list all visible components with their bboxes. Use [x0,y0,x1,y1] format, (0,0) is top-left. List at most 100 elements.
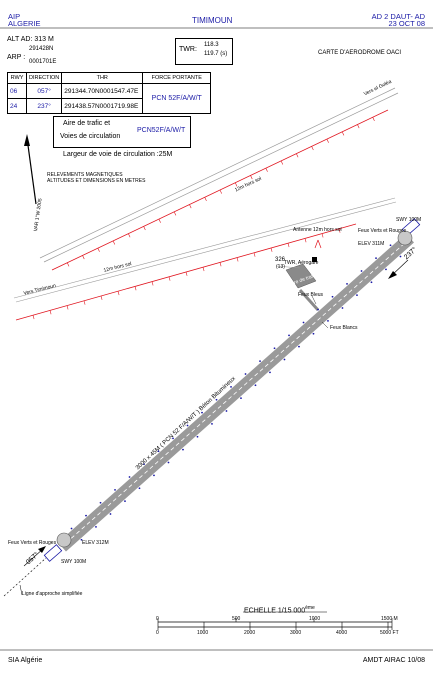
apron [285,263,317,289]
label-feux-vr-top: Feux Verts et Rouges [358,228,407,234]
edge-light [312,332,315,335]
edge-light [109,513,112,515]
header-ad-ref: AD 2 DAUT- AD [371,12,425,21]
footer-amdt: AMDT AIRAC 10/08 [362,657,425,664]
label-twr-aerogare: TWR, Aérogare [284,260,319,266]
power-line-tick [219,189,222,194]
edge-light [375,257,377,260]
cell-force: PCN 52F/A/W/T [142,83,212,114]
threshold-24-icon [397,230,413,246]
edge-light [385,268,387,271]
footer-source: SIA Algérie [8,657,43,664]
feux-bleus-leader [311,295,317,305]
edge-light [341,307,344,309]
edge-light [225,410,228,412]
power-line-tick [270,247,273,252]
power-line-tick [204,197,207,202]
scale-title: ECHELLE 1/15 000ème [244,605,315,615]
scale-ft-1000: 1000 [197,630,209,636]
power-line-tick [189,204,192,209]
approach-leader [19,584,23,596]
power-line-tick [311,146,314,151]
edge-light [99,501,102,504]
edge-light [399,255,402,258]
edge-light [298,345,300,348]
taxiway-width: Largeur de voie de circulation :25M [63,151,173,158]
power-line-tick [202,267,205,272]
threshold-06-icon [56,532,72,548]
power-line-tick [321,233,324,238]
power-line-tick [168,276,171,281]
edge-light [167,461,170,464]
edge-light [182,448,184,451]
cell-rwy: 24 [7,98,27,114]
notes-line-2: ALTITUDES ET DIMENSIONS EN METRES [47,178,146,184]
edge-light [128,476,131,478]
power-line-tick [128,233,131,238]
edge-light [211,422,213,425]
apron-label-2: Voies de circulation [60,133,121,140]
power-line-upper-ticks [67,117,375,267]
edge-light [143,463,145,466]
label-antenne: Antenne 12m hors sol [293,227,342,233]
scale-ft-3000: 3000 [290,630,302,636]
header-date: 23 OCT 08 [388,19,425,28]
edge-light [70,527,73,530]
power-line-tick [219,262,222,267]
power-line-tick [236,257,239,262]
edge-light [331,295,334,298]
edge-light [370,281,373,284]
power-line-tick [134,286,137,291]
edge-light [196,435,199,438]
label-elev-311: ELEV 311M [358,241,385,247]
power-line-tick [151,281,154,286]
twr-freq-secondary: 119.7 (s) [204,51,228,57]
notes-line-1: RELEVEMENTS MAGNETIQUES [47,172,123,178]
power-line-tick [372,117,375,122]
power-line-tick [265,168,268,172]
runway [58,233,414,552]
scale-m-1000: 1000 [309,616,321,622]
edge-light [240,397,242,400]
edge-light [360,270,363,272]
access-road [275,265,301,269]
approach-line [3,557,47,597]
scale-ft-0: 0 [156,630,159,636]
scale-ft-4000: 4000 [336,630,348,636]
antenna-icon [314,239,322,249]
arp-label: ARP : [7,54,26,61]
north-arrow-shaft [26,137,37,205]
edge-light [317,308,319,311]
power-line-tick [250,175,253,180]
arp-lat: 291428N [29,46,54,52]
edge-light [288,334,290,337]
edge-light [346,282,348,285]
apron-taxiway [298,288,320,312]
edge-light [138,487,141,490]
stopway-bottom [43,544,63,562]
label-elev-312: ELEV 312M [82,540,109,546]
label-swy-bottom: SWY 100M [61,559,87,565]
apron-box [53,116,191,148]
edge-light [186,424,189,427]
scale-bar [157,611,393,630]
power-line-tick [338,228,341,233]
alt-ad: ALT AD: 313 M [7,36,54,43]
power-line-tick [83,300,86,305]
cell-direction: 237° [25,98,63,114]
power-line-tick [112,240,116,245]
label-elev-13: (13) [276,264,285,270]
scale-ft-5000: 5000 FT [380,630,399,636]
edge-light [95,525,97,528]
edge-light [201,411,203,414]
power-line-tick [287,243,290,248]
edge-light [283,358,286,361]
cell-thr: 291438.57N0001719.98E [61,98,144,114]
edge-light [273,347,276,350]
scale-m-500: 500 [232,616,241,622]
header-country: ALGERIE [8,19,41,28]
edge-light [356,294,358,297]
hdg-237-arrow-head [388,271,397,279]
label-swy-top: SWY 100M [396,217,422,223]
